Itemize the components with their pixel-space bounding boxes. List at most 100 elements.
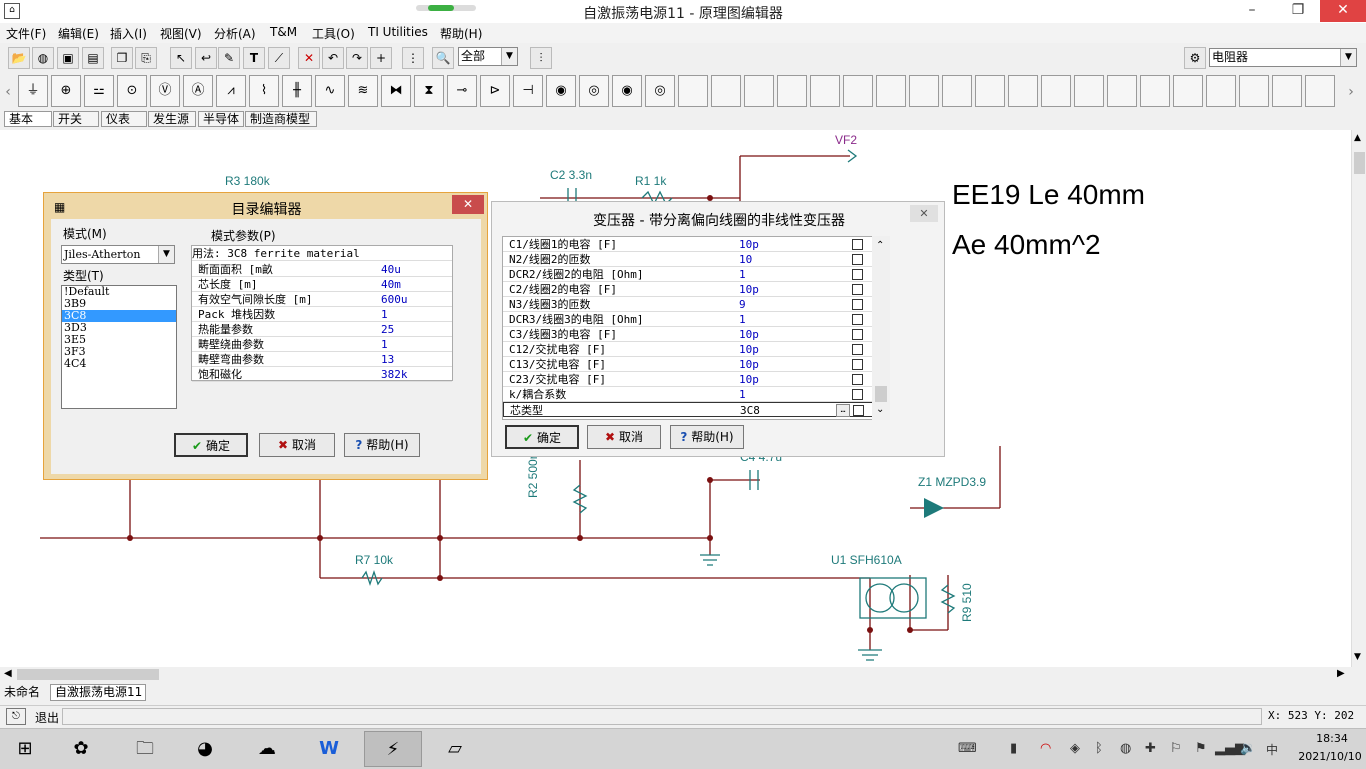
scroll-down-icon[interactable]: ▼ bbox=[1354, 652, 1361, 662]
tab-basic[interactable]: 基本 bbox=[4, 111, 52, 127]
empty-slot-16[interactable] bbox=[1173, 75, 1203, 107]
param-checkbox[interactable] bbox=[852, 329, 863, 340]
transformer-param-row[interactable]: C23/交扰电容 [F]10p bbox=[503, 372, 881, 387]
empty-slot-2[interactable] bbox=[711, 75, 741, 107]
alert-icon[interactable]: ⚐ bbox=[1170, 741, 1182, 756]
tab-untitled[interactable]: 未命名 bbox=[4, 685, 41, 699]
type-item-3f3[interactable]: 3F3 bbox=[64, 345, 86, 358]
label-c2[interactable]: C2 3.3n bbox=[550, 168, 593, 182]
text-icon[interactable]: T bbox=[243, 47, 265, 69]
chevron-down-icon[interactable]: ▼ bbox=[501, 48, 517, 65]
potentiometer-icon[interactable]: ⌇ bbox=[249, 75, 279, 107]
empty-slot-6[interactable] bbox=[843, 75, 873, 107]
transformer-param-row[interactable]: C3/线圈3的电容 [F]10p bbox=[503, 327, 881, 342]
network-icon[interactable]: ◠ bbox=[1040, 741, 1052, 756]
transformer-param-row[interactable]: C2/线圈2的电容 [F]10p bbox=[503, 282, 881, 297]
param-checkbox[interactable] bbox=[852, 374, 863, 385]
label-u1[interactable]: U1 SFH610A bbox=[831, 553, 902, 567]
param-checkbox[interactable] bbox=[853, 405, 864, 416]
empty-slot-14[interactable] bbox=[1107, 75, 1137, 107]
transformer-param-row[interactable]: DCR2/线圈2的电阻 [Ohm]1 bbox=[503, 267, 881, 282]
empty-slot-5[interactable] bbox=[810, 75, 840, 107]
transformer-param-row[interactable]: C12/交扰电容 [F]10p bbox=[503, 342, 881, 357]
type-item-3e5[interactable]: 3E5 bbox=[64, 333, 87, 346]
label-r9[interactable]: R9 510 bbox=[960, 583, 974, 622]
web-icon[interactable]: ◍ bbox=[32, 47, 54, 69]
tray-app-icon[interactable]: ◈ bbox=[1070, 741, 1080, 756]
exit-icon[interactable]: ⎋ bbox=[6, 708, 26, 725]
voltmeter-icon[interactable]: Ⓥ bbox=[150, 75, 180, 107]
catalog-cancel-button[interactable]: ✖ 取消 bbox=[259, 433, 335, 457]
menu-analysis[interactable]: 分析(A) bbox=[214, 27, 256, 41]
transformer-param-row[interactable]: DCR3/线圈3的电阻 [Ohm]1 bbox=[503, 312, 881, 327]
empty-slot-19[interactable] bbox=[1272, 75, 1302, 107]
wps-icon[interactable]: W bbox=[319, 738, 339, 759]
scroll-left-icon[interactable]: ◀ bbox=[4, 668, 12, 679]
transformer-help-button[interactable]: ? 帮助(H) bbox=[670, 425, 744, 449]
empty-slot-8[interactable] bbox=[909, 75, 939, 107]
resistor-icon[interactable]: ⩘ bbox=[216, 75, 246, 107]
scroll-down-icon[interactable]: ⌄ bbox=[876, 404, 885, 415]
note-line-1[interactable]: EE19 Le 40mm bbox=[952, 179, 1145, 210]
diode-icon[interactable]: ⊳ bbox=[480, 75, 510, 107]
notes-app-icon[interactable]: ▱ bbox=[448, 738, 462, 759]
transformer-scroll-thumb[interactable] bbox=[875, 386, 887, 402]
windows-start-icon[interactable]: ⊞ bbox=[17, 738, 33, 759]
controlled-source-icon[interactable]: ◉ bbox=[546, 75, 576, 107]
clock-date[interactable]: 2021/10/10 bbox=[1298, 750, 1362, 763]
battery-icon[interactable]: ⚍ bbox=[84, 75, 114, 107]
empty-slot-10[interactable] bbox=[975, 75, 1005, 107]
tab-vendor-models[interactable]: 制造商模型 bbox=[245, 111, 317, 127]
chevron-down-icon[interactable]: ▼ bbox=[1340, 49, 1356, 66]
grid-icon[interactable]: ⋮ bbox=[402, 47, 424, 69]
scroll-up-icon[interactable]: ⌃ bbox=[876, 240, 885, 251]
empty-slot-3[interactable] bbox=[744, 75, 774, 107]
close-button[interactable]: ✕ bbox=[1320, 0, 1366, 22]
scroll-up-icon[interactable]: ▲ bbox=[1354, 133, 1361, 143]
tab-current-document[interactable]: 自激振荡电源11 bbox=[50, 684, 146, 701]
voltage-source-icon[interactable]: ⊕ bbox=[51, 75, 81, 107]
param-checkbox[interactable] bbox=[852, 254, 863, 265]
update-icon[interactable]: ✚ bbox=[1145, 741, 1156, 756]
app-icon[interactable]: ⌂ bbox=[4, 3, 20, 19]
ellipsis-icon[interactable]: … bbox=[836, 404, 850, 417]
empty-slot-4[interactable] bbox=[777, 75, 807, 107]
tab-meters[interactable]: 仪表 bbox=[101, 111, 147, 127]
security-icon[interactable]: ◍ bbox=[1120, 741, 1132, 756]
pencil-icon[interactable]: ✎ bbox=[218, 47, 240, 69]
model-select[interactable]: Jiles-Atherton ▼ bbox=[61, 245, 175, 264]
transformer-param-row[interactable]: C1/线圈1的电容 [F]10p bbox=[503, 237, 881, 252]
junction-icon[interactable]: + bbox=[370, 47, 392, 69]
label-r3[interactable]: R3 180k bbox=[225, 174, 270, 188]
empty-slot-20[interactable] bbox=[1305, 75, 1335, 107]
label-r7[interactable]: R7 10k bbox=[355, 553, 394, 567]
param-checkbox[interactable] bbox=[852, 239, 863, 250]
battery-icon[interactable]: ▮ bbox=[1010, 741, 1018, 756]
copy-icon[interactable]: ❐ bbox=[111, 47, 133, 69]
transformer-close-button[interactable]: ✕ bbox=[910, 205, 938, 222]
file-explorer-icon[interactable]: 🗀 bbox=[136, 738, 154, 759]
label-r1[interactable]: R1 1k bbox=[635, 174, 667, 188]
menu-help[interactable]: 帮助(H) bbox=[440, 27, 483, 41]
save-icon[interactable]: ▣ bbox=[57, 47, 79, 69]
menu-tm[interactable]: T&M bbox=[270, 25, 298, 39]
graphics-icon[interactable]: ⟋ bbox=[268, 47, 290, 69]
tab-switches[interactable]: 开关 bbox=[53, 111, 99, 127]
type-item-3b9[interactable]: 3B9 bbox=[64, 297, 87, 310]
empty-slot-7[interactable] bbox=[876, 75, 906, 107]
param-checkbox[interactable] bbox=[852, 344, 863, 355]
transformer-grid-scrollbar[interactable]: ⌃ ⌄ bbox=[872, 236, 890, 420]
tab-sources[interactable]: 发生源 bbox=[148, 111, 196, 127]
flag-icon[interactable]: ⚑ bbox=[1195, 741, 1207, 756]
ammeter-icon[interactable]: Ⓐ bbox=[183, 75, 213, 107]
volume-icon[interactable]: 🔉 bbox=[1240, 741, 1257, 756]
open-icon[interactable]: ▤ bbox=[82, 47, 104, 69]
menu-insert[interactable]: 插入(I) bbox=[110, 27, 147, 41]
controlled-source-3-icon[interactable]: ◉ bbox=[612, 75, 642, 107]
empty-slot-15[interactable] bbox=[1140, 75, 1170, 107]
